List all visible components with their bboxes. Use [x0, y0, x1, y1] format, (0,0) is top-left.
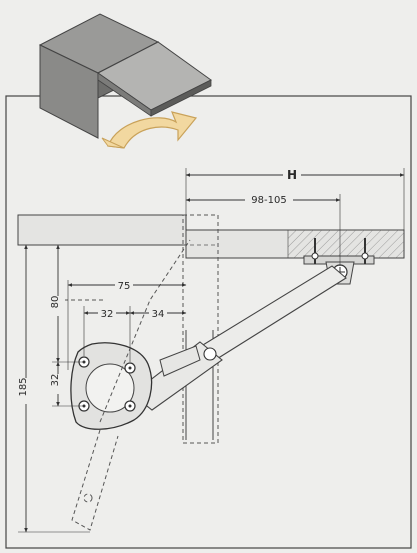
dimension-32-vertical-label: 32 — [50, 374, 61, 387]
lift-arm — [131, 265, 347, 411]
dimension-32-horizontal-label: 32 — [101, 309, 114, 320]
drawing-frame — [5, 95, 412, 549]
dimension-H-label: H — [287, 168, 297, 182]
dimension-75-label: 75 — [118, 281, 131, 292]
cabinet-top-panel — [17, 214, 187, 246]
isometric-cabinet-illustration — [38, 13, 212, 139]
rotation-arrow-icon — [101, 111, 198, 149]
dimension-34-label: 34 — [152, 309, 165, 320]
dimension-98-105-label: 98-105 — [251, 195, 286, 206]
mounting-plate — [70, 342, 153, 430]
lid-section-hatch — [287, 229, 405, 259]
cabinet-side-dashed — [182, 214, 219, 444]
closed-position-outline — [64, 239, 191, 531]
dimension-80-label: 80 — [50, 296, 61, 309]
dimension-185-label: 185 — [18, 377, 29, 396]
